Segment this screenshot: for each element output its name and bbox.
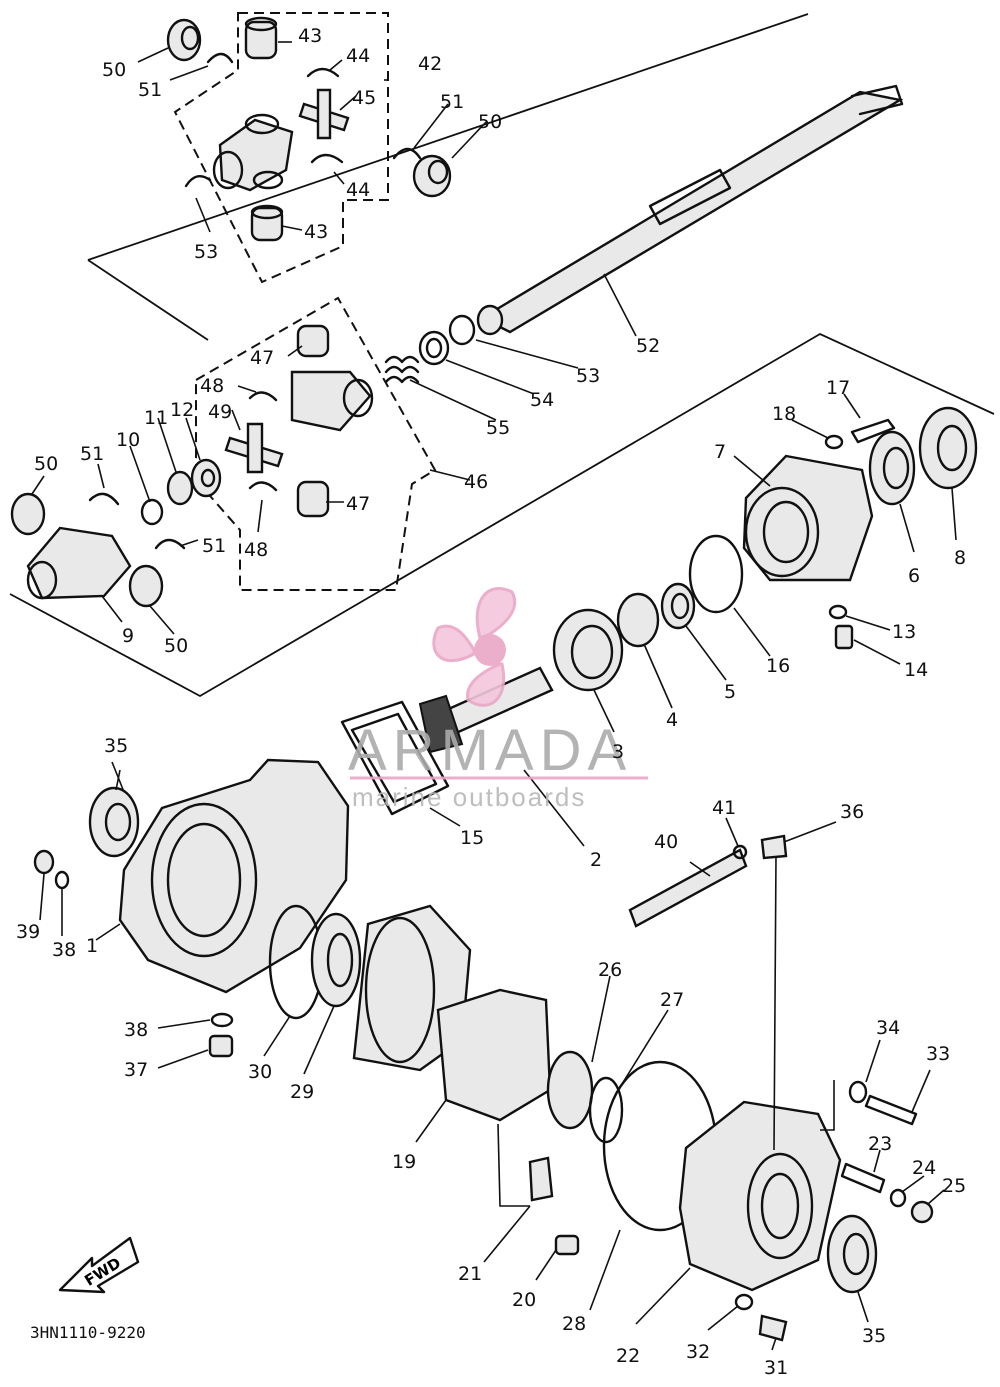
callout-52: 52 <box>636 335 660 357</box>
callout-47-top: 47 <box>250 347 274 369</box>
callout-31: 31 <box>764 1357 788 1379</box>
callout-40: 40 <box>654 831 678 853</box>
callout-23: 23 <box>868 1133 892 1155</box>
callout-51-d: 51 <box>202 535 226 557</box>
shaft-group-outline <box>87 13 809 341</box>
diagram-code: 3HN1110-9220 <box>30 1323 146 1342</box>
shaft-rings <box>384 314 476 384</box>
callout-20: 20 <box>512 1289 536 1311</box>
fwd-arrow: FWD <box>58 1236 140 1294</box>
callout-37: 37 <box>124 1059 148 1081</box>
callout-48-top: 48 <box>200 375 224 397</box>
callout-7: 7 <box>714 441 726 463</box>
armada-watermark: ARMADA marine outboards <box>348 587 648 812</box>
bearing-housing-group <box>552 406 978 692</box>
callout-15: 15 <box>460 827 484 849</box>
callout-49: 49 <box>208 401 232 423</box>
callout-54: 54 <box>530 389 554 411</box>
callout-17: 17 <box>826 377 850 399</box>
callout-35-top: 35 <box>104 735 128 757</box>
callout-38-bottom: 38 <box>124 1019 148 1041</box>
leader-lines <box>31 41 957 1351</box>
callout-43-bottom: 43 <box>304 221 328 243</box>
callout-26: 26 <box>598 959 622 981</box>
callout-39: 39 <box>16 921 40 943</box>
callout-numbers: 1 2 3 4 5 6 7 8 9 10 11 12 13 14 15 16 1… <box>16 25 966 1379</box>
ring-gear-and-differential <box>268 904 718 1256</box>
callout-9: 9 <box>122 625 134 647</box>
callout-8: 8 <box>954 547 966 569</box>
callout-34: 34 <box>876 1017 900 1039</box>
callout-5: 5 <box>724 681 736 703</box>
gear-case-cover-22 <box>628 834 934 1342</box>
callout-13: 13 <box>892 621 916 643</box>
watermark-brand: ARMADA <box>348 718 632 783</box>
callout-32: 32 <box>686 1341 710 1363</box>
watermark-tagline: marine outboards <box>352 782 586 812</box>
callout-30: 30 <box>248 1061 272 1083</box>
callout-42: 42 <box>418 53 442 75</box>
callout-29: 29 <box>290 1081 314 1103</box>
callout-47-bottom: 47 <box>346 493 370 515</box>
callout-12: 12 <box>170 399 194 421</box>
callout-2: 2 <box>590 849 602 871</box>
callout-33: 33 <box>926 1043 950 1065</box>
callout-45: 45 <box>352 87 376 109</box>
callout-21: 21 <box>458 1263 482 1285</box>
universal-joint-assembly-46 <box>195 296 437 591</box>
callout-10: 10 <box>116 429 140 451</box>
front-yoke-group <box>9 332 995 698</box>
callout-51-b: 51 <box>440 91 464 113</box>
callout-6: 6 <box>908 565 920 587</box>
callout-11: 11 <box>144 407 168 429</box>
callout-44-bottom: 44 <box>346 179 370 201</box>
callout-53-mid: 53 <box>576 365 600 387</box>
callout-46: 46 <box>464 471 488 493</box>
callout-48-bottom: 48 <box>244 539 268 561</box>
callout-41: 41 <box>712 797 736 819</box>
callout-44-top: 44 <box>346 45 370 67</box>
callout-38-left: 38 <box>52 939 76 961</box>
callout-14: 14 <box>904 659 928 681</box>
callout-50-a: 50 <box>102 59 126 81</box>
callout-25: 25 <box>942 1175 966 1197</box>
callout-16: 16 <box>766 655 790 677</box>
gear-case-1 <box>33 758 350 1058</box>
drive-shaft-52 <box>476 84 904 336</box>
callout-3: 3 <box>612 741 624 763</box>
propeller-logo-icon <box>432 587 516 707</box>
callout-19: 19 <box>392 1151 416 1173</box>
universal-joint-assembly-42 <box>166 12 452 284</box>
callout-27: 27 <box>660 989 684 1011</box>
callout-50-b: 50 <box>478 111 502 133</box>
callout-24: 24 <box>912 1157 936 1179</box>
callout-43-top: 43 <box>298 25 322 47</box>
callout-18: 18 <box>772 403 796 425</box>
callout-51-a: 51 <box>138 79 162 101</box>
callout-55: 55 <box>486 417 510 439</box>
callout-4: 4 <box>666 709 678 731</box>
callout-35-bottom: 35 <box>862 1325 886 1347</box>
callout-28: 28 <box>562 1313 586 1335</box>
callout-53-top: 53 <box>194 241 218 263</box>
callout-1: 1 <box>86 935 98 957</box>
callout-51-c: 51 <box>80 443 104 465</box>
callout-50-d: 50 <box>164 635 188 657</box>
callout-22: 22 <box>616 1345 640 1367</box>
callout-36: 36 <box>840 801 864 823</box>
callout-50-c: 50 <box>34 453 58 475</box>
